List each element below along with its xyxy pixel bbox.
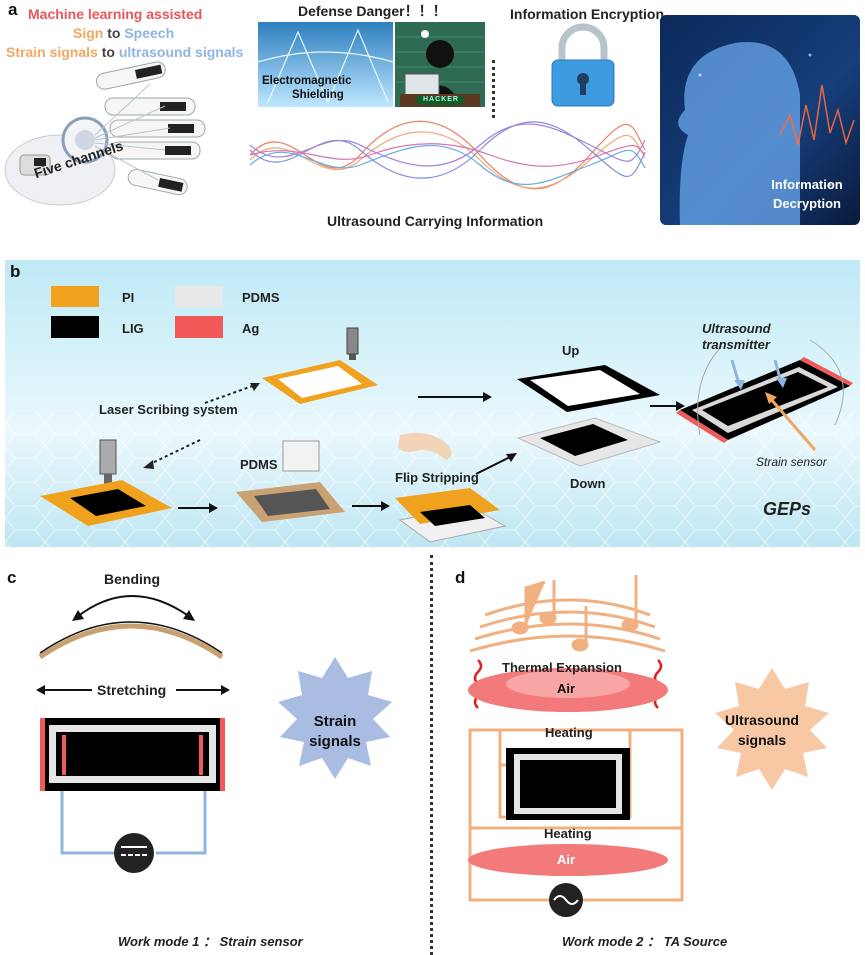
cd-divider	[430, 555, 433, 955]
encryption-label: Information Encryption	[510, 6, 664, 22]
orange-arrow	[768, 397, 817, 451]
ultrasound-transmitter-label: Ultrasound transmitter	[702, 321, 771, 353]
heating-top-label: Heating	[545, 725, 593, 740]
bending-arc-arrow	[76, 595, 191, 618]
hacker-image	[395, 22, 485, 107]
ultrasound-wave-image	[249, 120, 646, 190]
panel-b-label: b	[10, 262, 21, 281]
stretching-label: Stretching	[97, 682, 167, 698]
strain-badge-line1: Strain	[313, 713, 357, 730]
strain-sensor-label: Strain sensor	[756, 455, 827, 469]
legend-swatch-lig	[51, 316, 99, 338]
lock-icon	[551, 23, 615, 107]
ultrasound-badge-line2: signals	[737, 732, 787, 748]
geps-device	[676, 339, 853, 443]
heating-bottom-label: Heating	[544, 826, 592, 841]
to-word: to	[107, 25, 121, 41]
panel-d-label: d	[455, 568, 466, 587]
legend-swatch-pdms	[175, 286, 223, 307]
panel-b-diagram	[40, 327, 853, 543]
air-bottom-label: Air	[557, 852, 576, 867]
legend-swatch-pi	[51, 286, 99, 307]
legend-label-pi: PI	[122, 290, 135, 305]
flip-stripping-label: Flip Stripping	[395, 470, 479, 485]
ultrasound-badge-text: Ultrasound signals	[710, 710, 814, 750]
air-cloud-bottom	[468, 844, 668, 876]
ut-line2: transmitter	[702, 337, 770, 352]
panel-a-label: a	[8, 0, 18, 19]
ultra-word: ultrasound signals	[118, 44, 244, 60]
ultrasound-carrying-label: Ultrasound Carrying Information	[327, 213, 544, 229]
music-notes	[511, 575, 639, 652]
panel-d-diagram	[468, 575, 829, 917]
strain-to-ultrasound: Strain signals to ultrasound signals	[6, 44, 243, 60]
strain-badge-line2: signals	[309, 733, 361, 750]
dotted-arrow-2	[147, 439, 201, 466]
arrow-flip-to-down	[475, 455, 513, 475]
defense-danger-label: Defense Danger！！！	[298, 3, 447, 19]
decryption-line1: Information	[771, 177, 843, 192]
hacker-text: HACKER	[423, 96, 459, 103]
sign-word: Sign	[73, 25, 104, 41]
em-shield-text: Electromagnetic Shielding	[262, 74, 351, 102]
electromagnetic-image	[257, 22, 394, 107]
pdms-bottle	[282, 440, 320, 472]
up-label: Up	[562, 343, 580, 358]
decryption-text: Information Decryption	[757, 175, 857, 213]
pdms-step-label: PDMS	[240, 457, 278, 472]
circuit-wire-left	[60, 791, 114, 855]
laser-head-top	[346, 327, 359, 360]
em-shield-line2: Shielding	[292, 89, 344, 101]
strain-badge-text: Strain signals	[295, 712, 375, 752]
bent-strip	[38, 623, 224, 660]
thermal-expansion-label: Thermal Expansion	[502, 660, 622, 675]
down-label: Down	[570, 476, 606, 491]
panel-c-label: c	[7, 568, 17, 587]
to-word-2: to	[101, 44, 115, 60]
sign-to-speech: Sign to Speech	[73, 25, 174, 41]
laser-scribing-label: Laser Scribing system	[99, 402, 238, 417]
circuit-wire-right	[156, 791, 207, 855]
strain-word: Strain signals	[6, 44, 98, 60]
bending-label: Bending	[104, 571, 160, 587]
hand-illustration	[398, 432, 452, 460]
head-image	[660, 15, 860, 225]
decryption-line2: Decryption	[773, 196, 841, 211]
dotted-arrow-1	[204, 383, 259, 404]
panel-a-separator	[492, 60, 495, 118]
legend-label-ag: Ag	[242, 321, 260, 336]
panel-c-diagram	[36, 595, 392, 873]
ut-line1: Ultrasound	[702, 321, 771, 336]
work-mode-2-caption: Work mode 2 ： TA Source	[562, 934, 728, 949]
em-shield-line1: Electromagnetic	[262, 75, 352, 87]
geps-label: GEPs	[763, 499, 812, 519]
ml-assisted-text: Machine learning assisted	[28, 6, 203, 22]
ultrasound-badge-shape	[715, 668, 829, 790]
air-top-label: Air	[557, 681, 576, 696]
legend-label-pdms: PDMS	[242, 290, 280, 305]
work-mode-1-caption: Work mode 1 ： Strain sensor	[118, 934, 303, 949]
legend-label-lig: LIG	[122, 321, 144, 336]
flip-top-film	[395, 488, 500, 524]
dc-source-icon	[114, 833, 154, 873]
speech-word: Speech	[124, 25, 175, 41]
ultrasound-badge-line1: Ultrasound	[725, 712, 799, 728]
glove-illustration	[4, 61, 206, 206]
strain-badge-shape	[278, 657, 392, 779]
legend-swatch-ag	[175, 316, 223, 338]
